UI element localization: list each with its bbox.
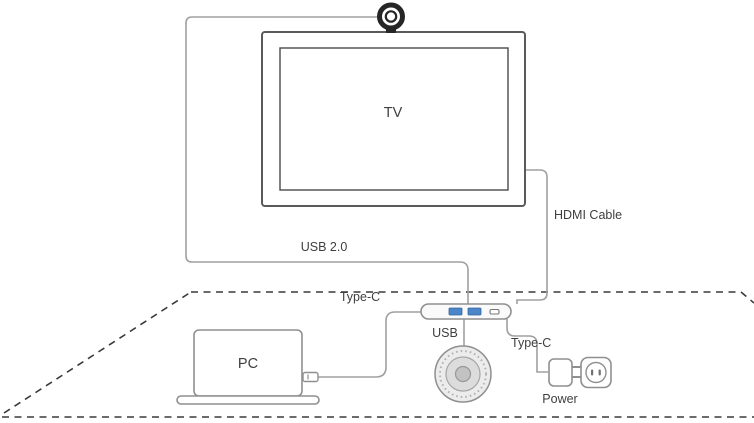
usb2-cable [185,16,469,304]
usb-hub [420,303,512,320]
hub-usb-port-1 [448,307,463,316]
usb2-label: USB 2.0 [301,240,348,254]
hdmi-label: HDMI Cable [554,208,622,222]
speakerphone-button [454,365,472,383]
usb-label: USB [432,326,458,340]
power-adapter [548,356,612,389]
speakerphone-grill [439,350,487,398]
hub-usb-port-2 [467,307,482,316]
typec-hub-label: Type-C [340,290,380,304]
hub-body [420,303,512,320]
power-cable [506,319,548,373]
table-edge-left [3,291,192,414]
table-outline [2,291,754,418]
hdmi-cable [516,169,548,304]
laptop-typec-cable [318,311,421,378]
tv-screen [279,47,509,191]
webcam-icon [377,2,405,33]
webcam-lens [384,10,398,23]
power-outlet-circle [585,361,607,384]
typec-power-label: Type-C [511,336,551,350]
cables [185,16,548,378]
laptop: PC [176,329,320,405]
hub-typec-port [489,308,500,315]
speakerphone [434,345,492,403]
tv-label: TV [384,105,403,121]
power-plug-body [548,358,573,387]
power-outlet-slot-left [591,369,594,376]
power-outlet-slot-right [598,369,601,376]
laptop-base [176,395,320,405]
pc-label: PC [238,356,258,372]
usb-plug-icon [302,371,319,383]
power-label: Power [542,392,577,406]
table-edge-right [740,291,754,304]
tv: TV [261,31,526,207]
